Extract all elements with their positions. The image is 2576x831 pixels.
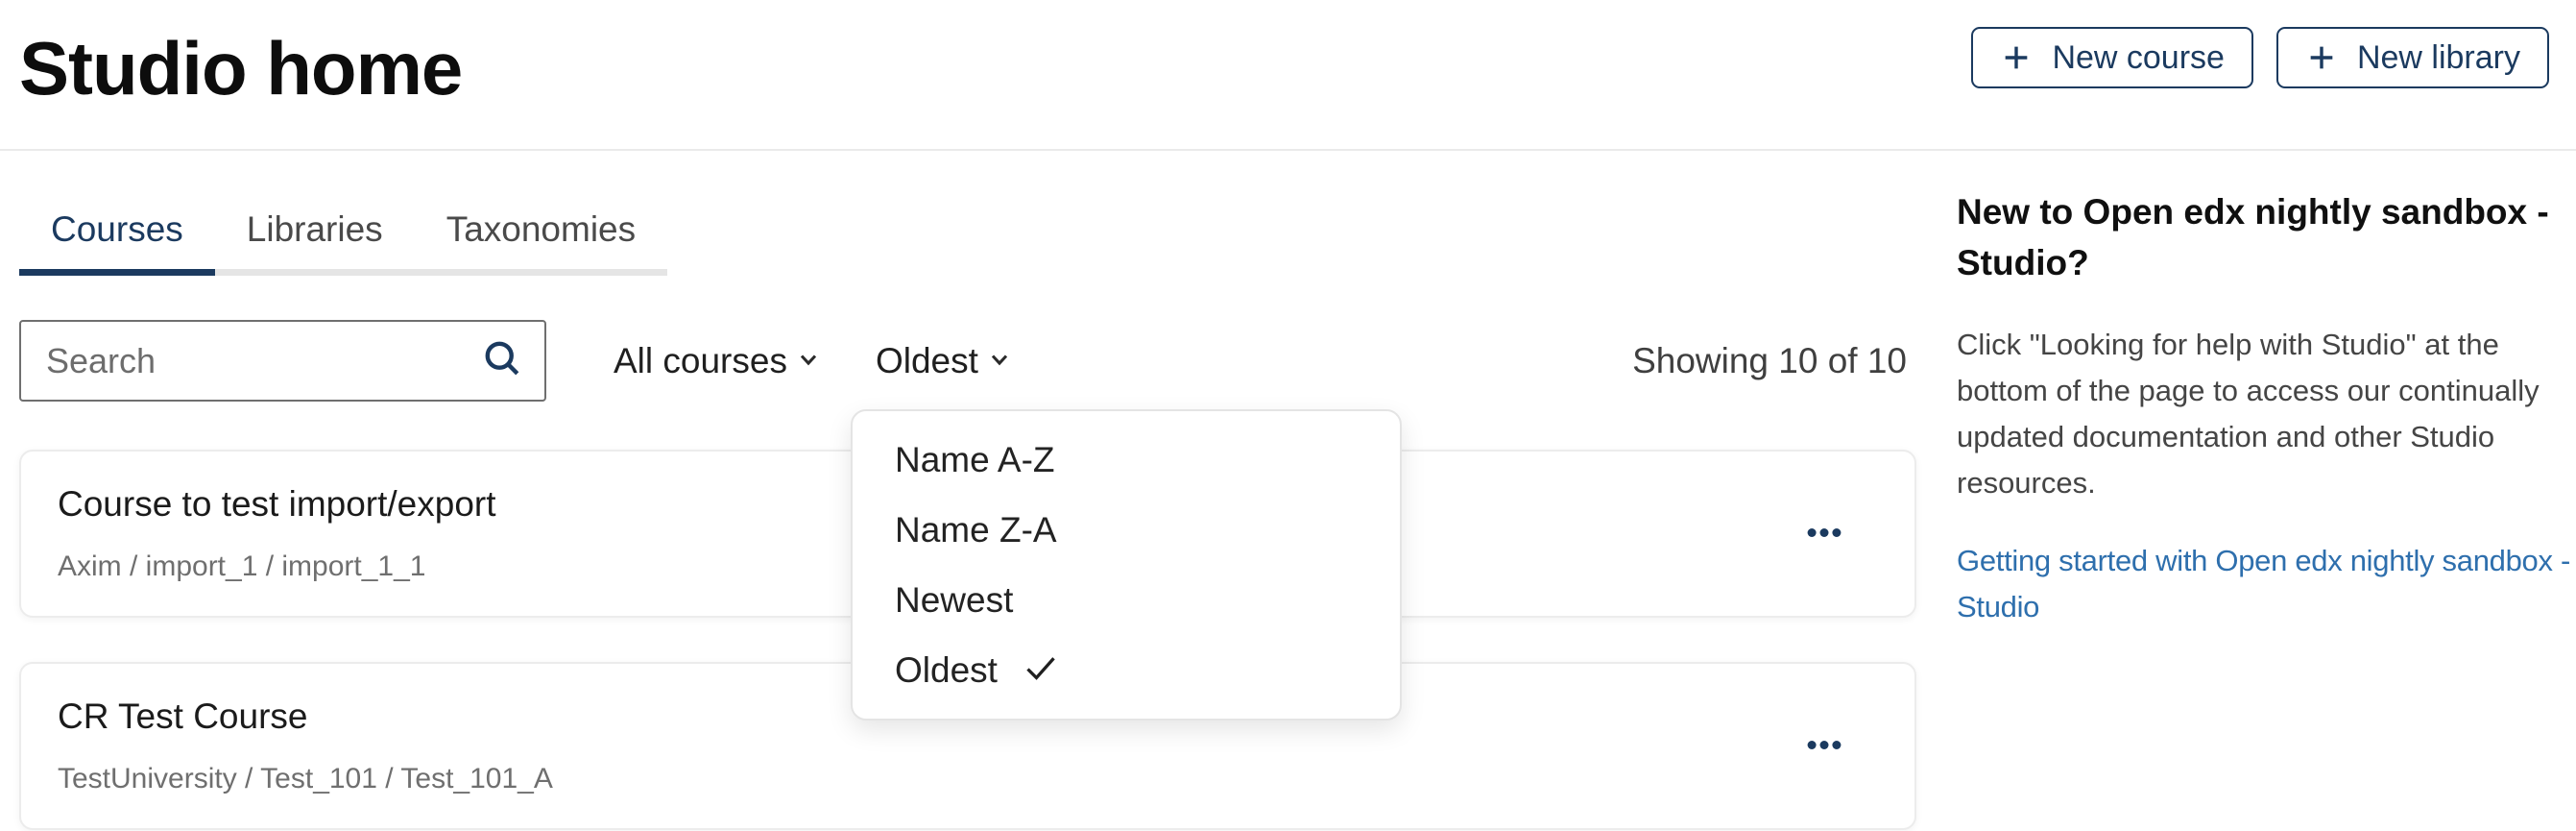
help-heading: New to Open edx nightly sandbox - Studio…: [1957, 192, 2549, 282]
course-key: TestUniversity / Test_101 / Test_101_A: [58, 763, 553, 795]
course-key: Axim / import_1 / import_1_1: [58, 550, 426, 583]
getting-started-link[interactable]: Getting started with Open edx nightly sa…: [1957, 544, 2570, 623]
sort-option-label: Oldest: [895, 649, 998, 690]
page-title: Studio home: [19, 26, 463, 110]
new-library-label: New library: [2356, 38, 2520, 76]
tab-courses[interactable]: Courses: [19, 197, 215, 276]
ellipsis-icon: [1807, 526, 1842, 541]
tab-bar: Courses Libraries Taxonomies: [19, 197, 668, 276]
course-title[interactable]: CR Test Course: [58, 696, 308, 736]
new-course-button[interactable]: New course: [1971, 27, 2253, 88]
check-icon: [1023, 649, 1059, 691]
course-filter-label: All courses: [614, 340, 787, 380]
course-menu-button[interactable]: [1794, 513, 1855, 554]
plus-icon: [2000, 41, 2033, 74]
sort-option-name-za[interactable]: Name Z-A: [853, 495, 1400, 565]
chevron-down-icon: [986, 340, 1013, 381]
sort-option-newest[interactable]: Newest: [853, 565, 1400, 635]
sort-label: Oldest: [875, 340, 978, 380]
sort-menu: Name A-Z Name Z-A Newest Oldest: [851, 409, 1402, 721]
chevron-down-icon: [795, 340, 822, 381]
course-title[interactable]: Course to test import/export: [58, 483, 496, 524]
sort-option-oldest[interactable]: Oldest: [853, 635, 1400, 705]
tab-libraries[interactable]: Libraries: [215, 197, 415, 276]
filter-row: All courses Oldest Showing 10 of 10: [19, 320, 1916, 402]
results-count: Showing 10 of 10: [1632, 340, 1907, 380]
top-actions: New course New library: [1971, 25, 2549, 88]
sort-option-label: Name A-Z: [895, 439, 1055, 479]
plus-icon: [2305, 41, 2338, 74]
course-filter-dropdown[interactable]: All courses: [614, 340, 822, 381]
search-icon[interactable]: [481, 337, 523, 384]
sort-option-label: Newest: [895, 579, 1014, 620]
topbar: Studio home New course New library: [0, 0, 2576, 151]
search-input[interactable]: [46, 340, 481, 381]
ellipsis-icon: [1807, 739, 1842, 753]
search-box: [19, 320, 546, 402]
new-library-button[interactable]: New library: [2275, 27, 2549, 88]
content: Courses Libraries Taxonomies All courses…: [0, 151, 2576, 830]
help-body: Click "Looking for help with Studio" at …: [1957, 328, 2540, 500]
sort-option-label: Name Z-A: [895, 509, 1057, 550]
course-menu-button[interactable]: [1794, 725, 1855, 767]
sort-option-name-az[interactable]: Name A-Z: [853, 425, 1400, 495]
new-course-label: New course: [2052, 38, 2225, 76]
tab-taxonomies[interactable]: Taxonomies: [415, 197, 667, 276]
help-panel: New to Open edx nightly sandbox - Studio…: [1957, 151, 2576, 830]
sort-dropdown[interactable]: Oldest: [876, 340, 1013, 381]
